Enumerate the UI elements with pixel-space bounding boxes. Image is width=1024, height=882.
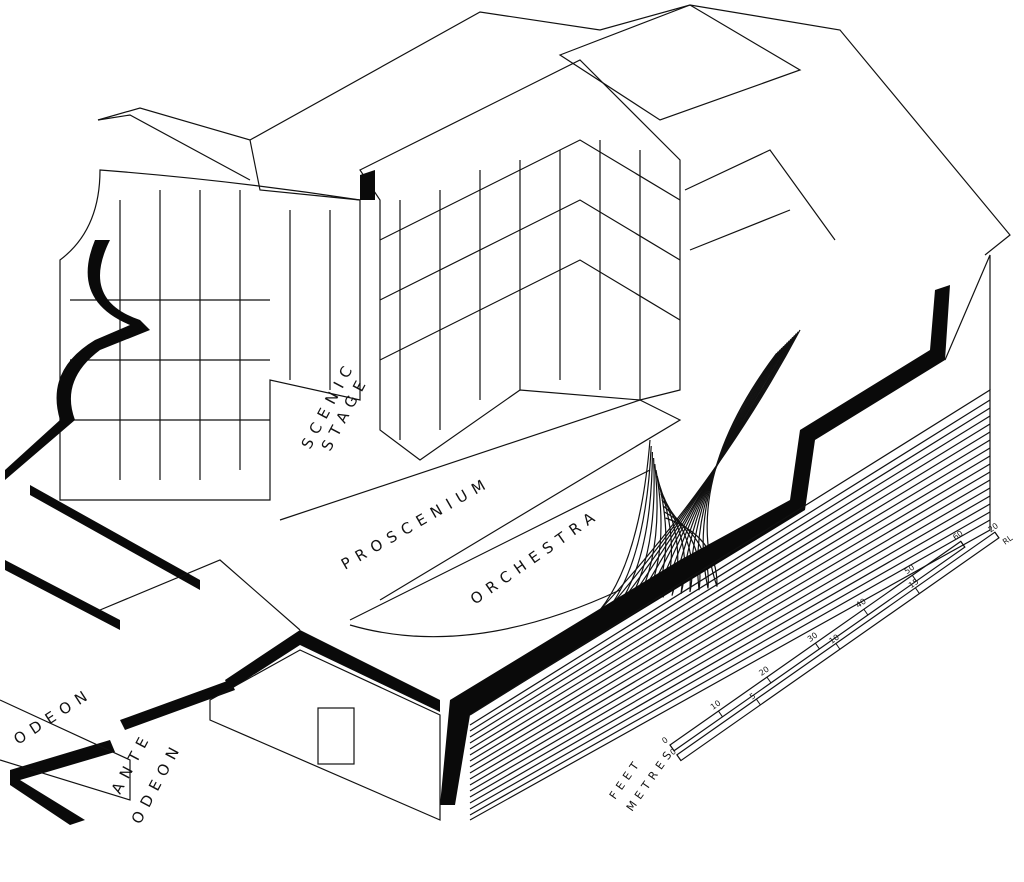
signature: RL (1001, 533, 1015, 546)
brick-course (469, 455, 991, 768)
brick-course (469, 471, 991, 780)
metre-tick (835, 643, 841, 650)
brick-course (469, 423, 991, 744)
outer-masonry-wall (469, 254, 991, 821)
metre-tick (755, 698, 761, 706)
feet-tick-label: 0 (660, 735, 669, 745)
feet-tick (863, 608, 869, 616)
metre-tick-label: 20 (986, 521, 1000, 534)
brick-course (469, 439, 991, 756)
brick-course (469, 503, 991, 804)
feet-tick (960, 541, 966, 548)
feet-tick-label: 60 (951, 529, 965, 542)
label-orchestra: ORCHESTRA (467, 505, 604, 608)
label-proscenium: PROSCENIUM (338, 473, 494, 574)
metre-tick-label: 5 (748, 691, 757, 701)
brick-course (469, 487, 991, 792)
metre-tick (914, 587, 920, 594)
feet-tick (814, 642, 820, 650)
odeon-rooms (0, 559, 441, 821)
frons-scenae (359, 59, 836, 461)
scenic-stage-backdrop (59, 169, 361, 501)
seating-tier (608, 331, 799, 609)
metre-tick (676, 754, 682, 761)
brick-course (469, 415, 991, 738)
brick-course (469, 399, 991, 726)
roof-outline (97, 4, 1011, 256)
brick-course (469, 431, 991, 750)
feet-tick (669, 744, 675, 752)
metre-tick-label: 0 (668, 747, 677, 757)
brick-course (469, 479, 991, 786)
door (317, 707, 355, 765)
feet-tick (766, 676, 772, 684)
feet-tick (718, 710, 723, 718)
brick-course (469, 407, 991, 732)
feet-tick (911, 575, 917, 582)
brick-course (469, 463, 991, 774)
seating-tier (599, 329, 801, 611)
seating-tier (617, 333, 797, 607)
stage-floor (279, 399, 682, 638)
brick-course (469, 511, 991, 810)
seating-tier (626, 335, 796, 605)
brick-course (469, 495, 991, 798)
brick-course (469, 519, 991, 816)
metre-tick (994, 531, 1000, 539)
brick-course (469, 447, 991, 762)
